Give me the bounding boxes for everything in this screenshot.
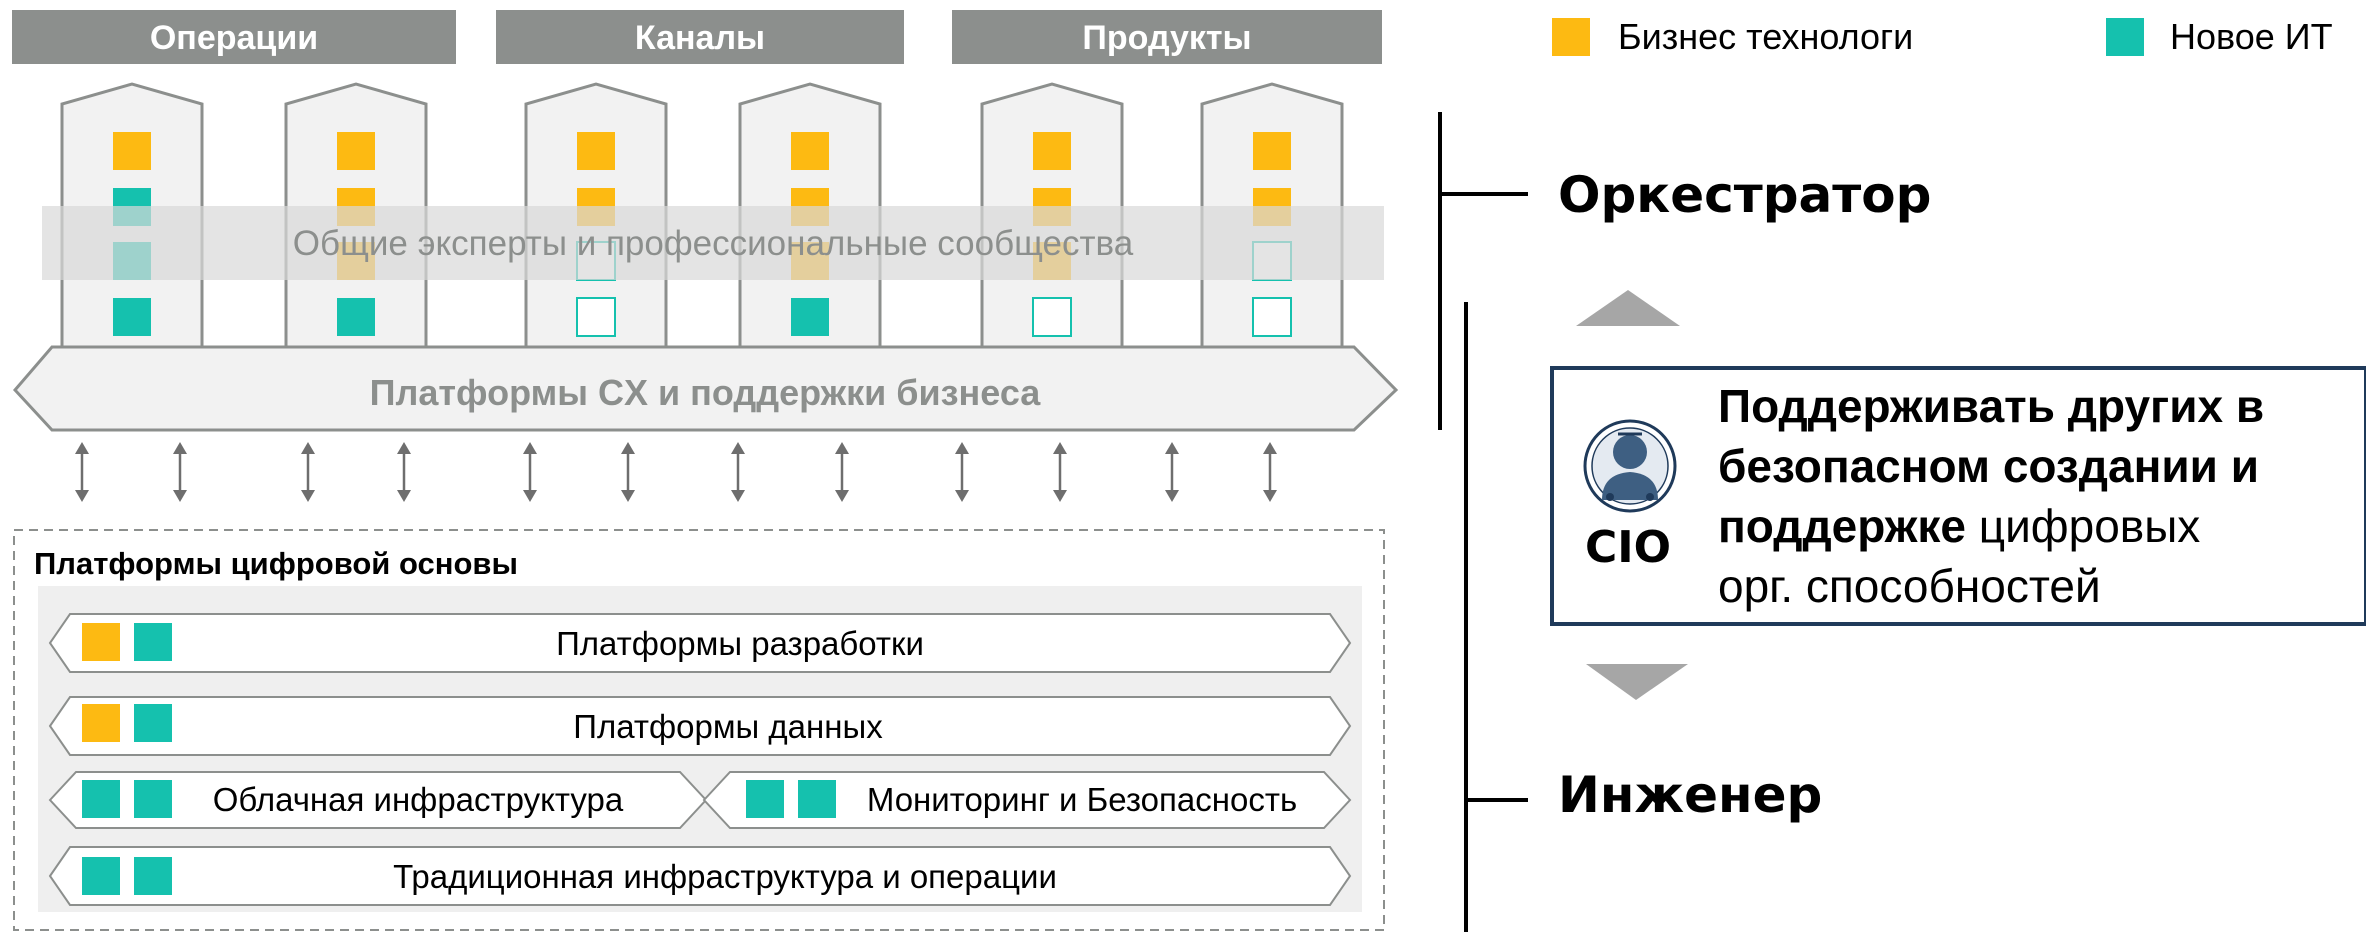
double-arrow-icon [523, 442, 537, 502]
double-arrows [75, 442, 1277, 502]
role-engineer: Инженер [1558, 766, 1822, 824]
cio-avatar-icon [1583, 419, 1677, 513]
legend-new-it-label: Новое ИТ [2170, 16, 2333, 57]
business-tech-icon [337, 132, 375, 170]
arrow-up-icon [1576, 290, 1680, 326]
role-brackets [1438, 112, 1528, 932]
overlay-band-label: Общие эксперты и профессиональные сообще… [293, 224, 1134, 263]
business-tech-icon [1033, 132, 1071, 170]
foundation-row-cloud: Облачная инфраструктура [48, 771, 708, 829]
cio-badge: CIO [1585, 522, 1671, 573]
overlay-band: Общие эксперты и профессиональные сообще… [42, 206, 1384, 280]
new-it-icon [746, 780, 784, 818]
legend-business-tech-label: Бизнес технологи [1618, 16, 1913, 57]
cx-platform: Платформы CX и поддержки бизнеса [12, 345, 1399, 432]
double-arrow-icon [173, 442, 187, 502]
foundation-row-data: Платформы данных [48, 696, 1352, 756]
header-bar-channels [496, 10, 904, 64]
double-arrow-icon [301, 442, 315, 502]
cio-text-line3-normal: цифровых [1966, 500, 2200, 552]
row-shape [48, 696, 1352, 756]
header-operations: Операции [150, 19, 318, 57]
header-channels: Каналы [635, 19, 765, 57]
legend-business-tech-swatch [1552, 18, 1590, 56]
legend-new-it-swatch [2106, 18, 2144, 56]
double-arrow-icon [397, 442, 411, 502]
business-tech-icon [82, 704, 120, 742]
cio-text-line2: безопасном создании и [1718, 440, 2259, 492]
business-tech-icon [113, 132, 151, 170]
new-it-outline-icon [1032, 297, 1072, 337]
row-label: Традиционная инфраструктура и операции [393, 858, 1057, 895]
new-it-icon [134, 857, 172, 895]
new-it-icon [798, 780, 836, 818]
header-products: Продукты [1082, 19, 1251, 57]
business-tech-icon [791, 132, 829, 170]
double-arrow-icon [731, 442, 745, 502]
row-shape [48, 613, 1352, 673]
business-tech-icon [82, 623, 120, 661]
cio-text-line3: поддержке цифровых [1718, 500, 2200, 552]
column-headers: Операции Каналы Продукты [12, 10, 1382, 64]
foundation-section: Платформы цифровой основы Платформы разр… [13, 529, 1385, 931]
double-arrow-icon [1053, 442, 1067, 502]
arrow-down-icon [1586, 664, 1688, 700]
new-it-icon [82, 780, 120, 818]
cx-platform-shape [12, 345, 1399, 432]
double-arrow-icon [621, 442, 635, 502]
pillars [60, 82, 1344, 350]
double-arrow-icon [1263, 442, 1277, 502]
new-it-outline-icon [1252, 297, 1292, 337]
row-label: Облачная инфраструктура [213, 781, 624, 818]
role-orchestrator: Оркестратор [1558, 166, 1931, 224]
new-it-outline-icon [576, 297, 616, 337]
new-it-icon [134, 780, 172, 818]
cx-platform-label: Платформы CX и поддержки бизнеса [370, 372, 1042, 413]
double-arrow-icon [1165, 442, 1179, 502]
new-it-icon [134, 623, 172, 661]
foundation-row-dev: Платформы разработки [48, 613, 1352, 673]
new-it-icon [113, 298, 151, 336]
cio-card: CIO Поддерживать других в безопасном соз… [1550, 366, 2366, 626]
header-bar-products [952, 10, 1382, 64]
business-tech-icon [577, 132, 615, 170]
foundation-row-legacy: Традиционная инфраструктура и операции [48, 846, 1352, 906]
overlay-band-rect [42, 206, 1384, 280]
new-it-icon [791, 298, 829, 336]
cio-card-border [1550, 366, 2366, 626]
cio-text-line4: орг. способностей [1718, 560, 2101, 612]
new-it-icon [134, 704, 172, 742]
row-shape [702, 771, 1352, 829]
foundation-title: Платформы цифровой основы [34, 546, 518, 581]
new-it-icon [337, 298, 375, 336]
row-shape [48, 846, 1352, 906]
row-label: Платформы данных [573, 708, 883, 745]
business-tech-icon [1253, 132, 1291, 170]
row-label: Мониторинг и Безопасность [867, 781, 1297, 818]
new-it-icon [82, 857, 120, 895]
row-label: Платформы разработки [556, 625, 924, 662]
double-arrow-icon [75, 442, 89, 502]
foundation-row-monitoring: Мониторинг и Безопасность [702, 771, 1352, 829]
cio-text-line3-bold: поддержке [1718, 500, 1966, 552]
legend: Бизнес технологи Новое ИТ [1552, 16, 2333, 57]
cio-text-line1: Поддерживать других в [1718, 380, 2264, 432]
double-arrow-icon [955, 442, 969, 502]
header-bar-operations [12, 10, 456, 64]
double-arrow-icon [835, 442, 849, 502]
